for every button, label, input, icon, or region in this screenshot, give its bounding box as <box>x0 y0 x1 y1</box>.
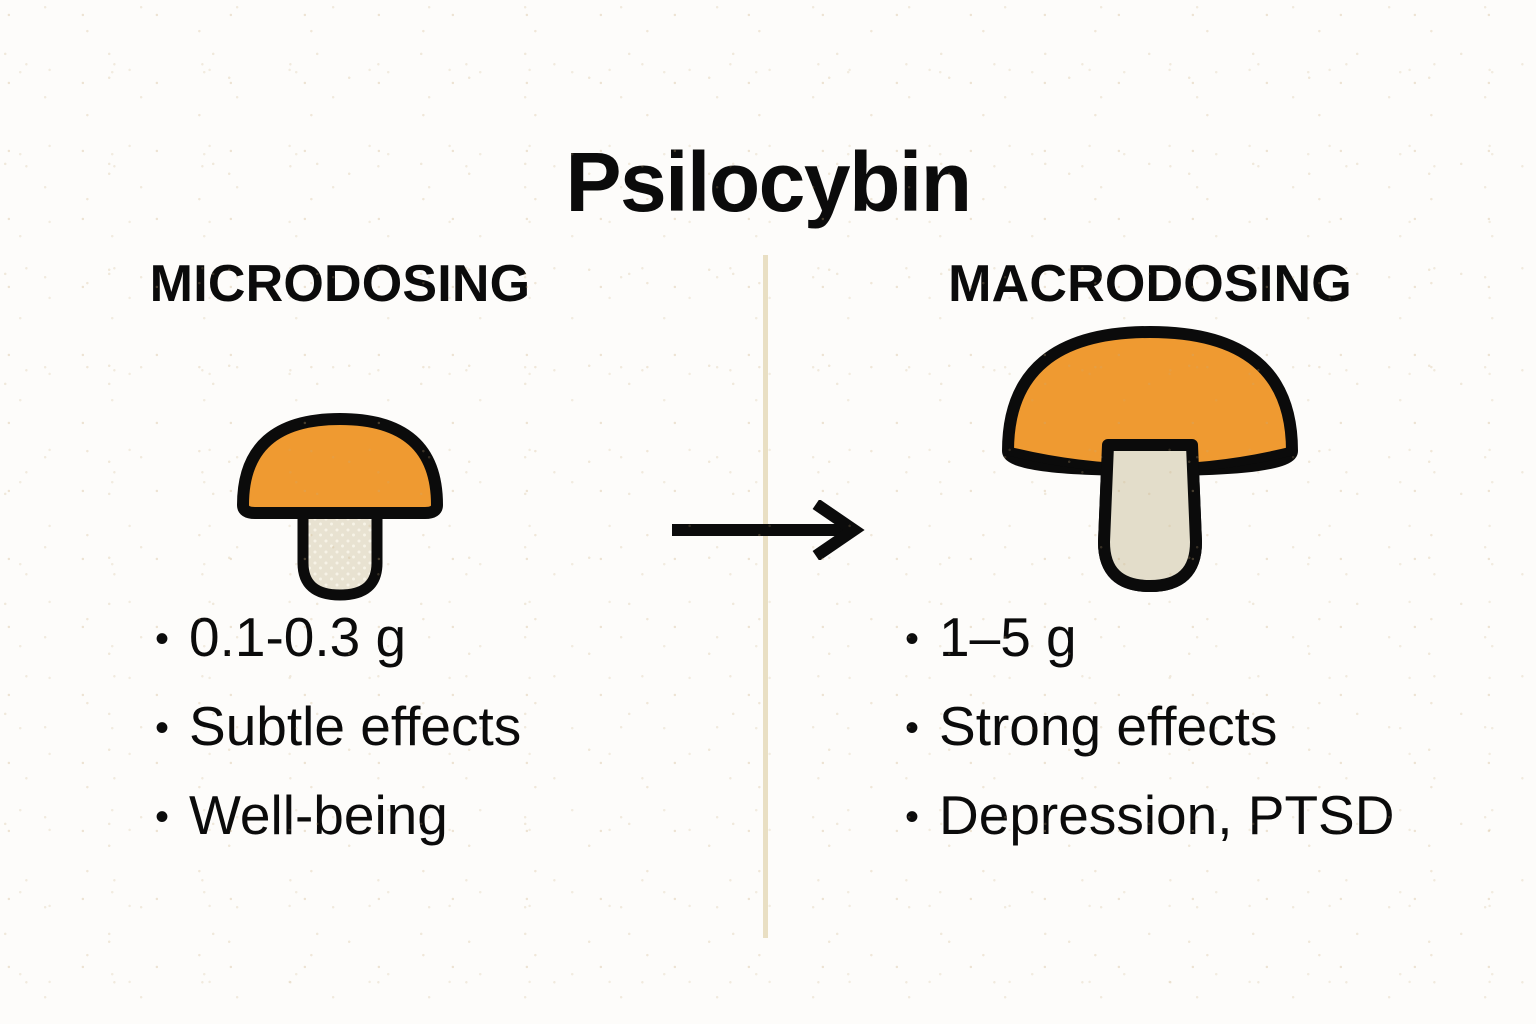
bullet-dot-icon: • <box>905 795 920 839</box>
list-item: • Subtle effects <box>155 699 660 754</box>
bullet-text: 0.1-0.3 g <box>189 606 407 668</box>
bullet-list-macrodosing: • 1–5 g • Strong effects • Depression, P… <box>905 610 1480 843</box>
bullet-text: 1–5 g <box>939 606 1077 668</box>
column-microdosing: MICRODOSING • 0.1-0.3 g • Subtle effects <box>40 258 660 877</box>
list-item: • Depression, PTSD <box>905 788 1480 843</box>
bullet-dot-icon: • <box>905 617 920 661</box>
column-heading-macrodosing: MACRODOSING <box>948 255 1352 313</box>
bullet-list-microdosing: • 0.1-0.3 g • Subtle effects • Well-bein… <box>155 610 660 843</box>
bullet-text: Subtle effects <box>189 695 522 757</box>
bullet-dot-icon: • <box>905 706 920 750</box>
vertical-divider <box>763 255 768 938</box>
mushroom-icon-large <box>860 310 1480 610</box>
column-macrodosing: MACRODOSING • 1–5 g • Strong effects • D… <box>860 258 1480 877</box>
bullet-text: Well-being <box>189 784 448 846</box>
page-title: Psilocybin <box>565 135 972 230</box>
list-item: • Well-being <box>155 788 660 843</box>
column-heading-microdosing: MICRODOSING <box>149 255 531 313</box>
bullet-text: Depression, PTSD <box>939 784 1395 846</box>
list-item: • Strong effects <box>905 699 1480 754</box>
mushroom-icon-small <box>40 310 660 610</box>
list-item: • 0.1-0.3 g <box>155 610 660 665</box>
list-item: • 1–5 g <box>905 610 1480 665</box>
bullet-text: Strong effects <box>939 695 1278 757</box>
bullet-dot-icon: • <box>155 795 170 839</box>
bullet-dot-icon: • <box>155 706 170 750</box>
bullet-dot-icon: • <box>155 617 170 661</box>
right-arrow-icon <box>668 499 868 565</box>
